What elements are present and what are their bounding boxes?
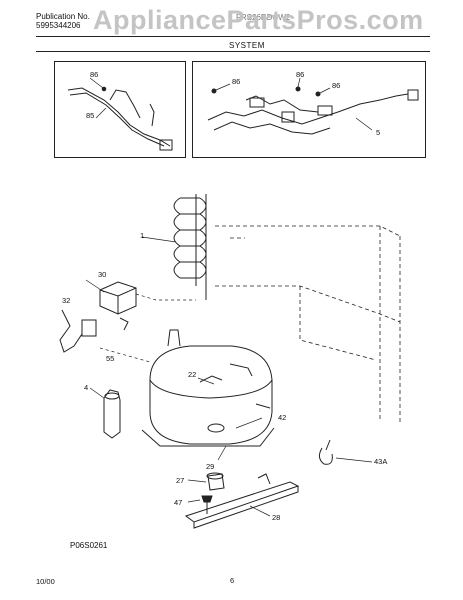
callout-43a: 43A [374,457,388,466]
clip-drawing [318,439,373,465]
callout-47: 47 [174,498,183,507]
compressor-drawing [141,329,275,461]
callout-5: 5 [376,128,381,137]
publication-number: 5995344206 [36,21,81,30]
wiring-harness-drawing [207,77,419,135]
callout-86-tubing: 86 [90,70,99,79]
callout-28: 28 [272,513,281,522]
callout-27: 27 [176,476,185,485]
callout-42: 42 [278,413,287,422]
publication-label: Publication No. [36,12,90,21]
callout-30: 30 [98,270,107,279]
diagram-code: P06S0261 [70,541,108,550]
callout-32: 32 [62,296,71,305]
header-rule-bottom [36,51,430,52]
relay-connection-lines [99,293,196,363]
callout-29: 29 [206,462,215,471]
tubing-assembly-drawing [67,77,173,151]
mounting-rail-drawing [184,473,300,529]
model-number: FRS26RDCW2 [236,13,291,22]
callout-1: 1 [140,231,145,240]
condenser-coil-drawing [141,194,207,300]
inset-box-tubing [54,61,186,158]
callout-86-harness-left: 86 [232,77,241,86]
footer-page-number: 6 [230,576,235,585]
footer-date: 10/00 [36,577,55,586]
inset-box-wiring-harness [192,61,426,158]
callout-85: 85 [86,111,95,120]
screw-drawing [187,495,213,514]
power-cord-drawing [59,309,83,353]
header-rule-top [36,36,430,37]
filter-drier-drawing [89,387,121,439]
grommet-drawing [187,472,225,491]
callout-86-harness-center: 86 [296,70,305,79]
callout-86-harness-right: 86 [332,81,341,90]
start-relay-drawing [81,279,137,337]
cabinet-outline [215,225,401,422]
callout-22: 22 [188,370,197,379]
callout-4: 4 [84,383,89,392]
callout-55: 55 [106,354,115,363]
watermark-logo: AppliancePartsPros.com [93,5,424,35]
section-title: SYSTEM [229,41,265,50]
